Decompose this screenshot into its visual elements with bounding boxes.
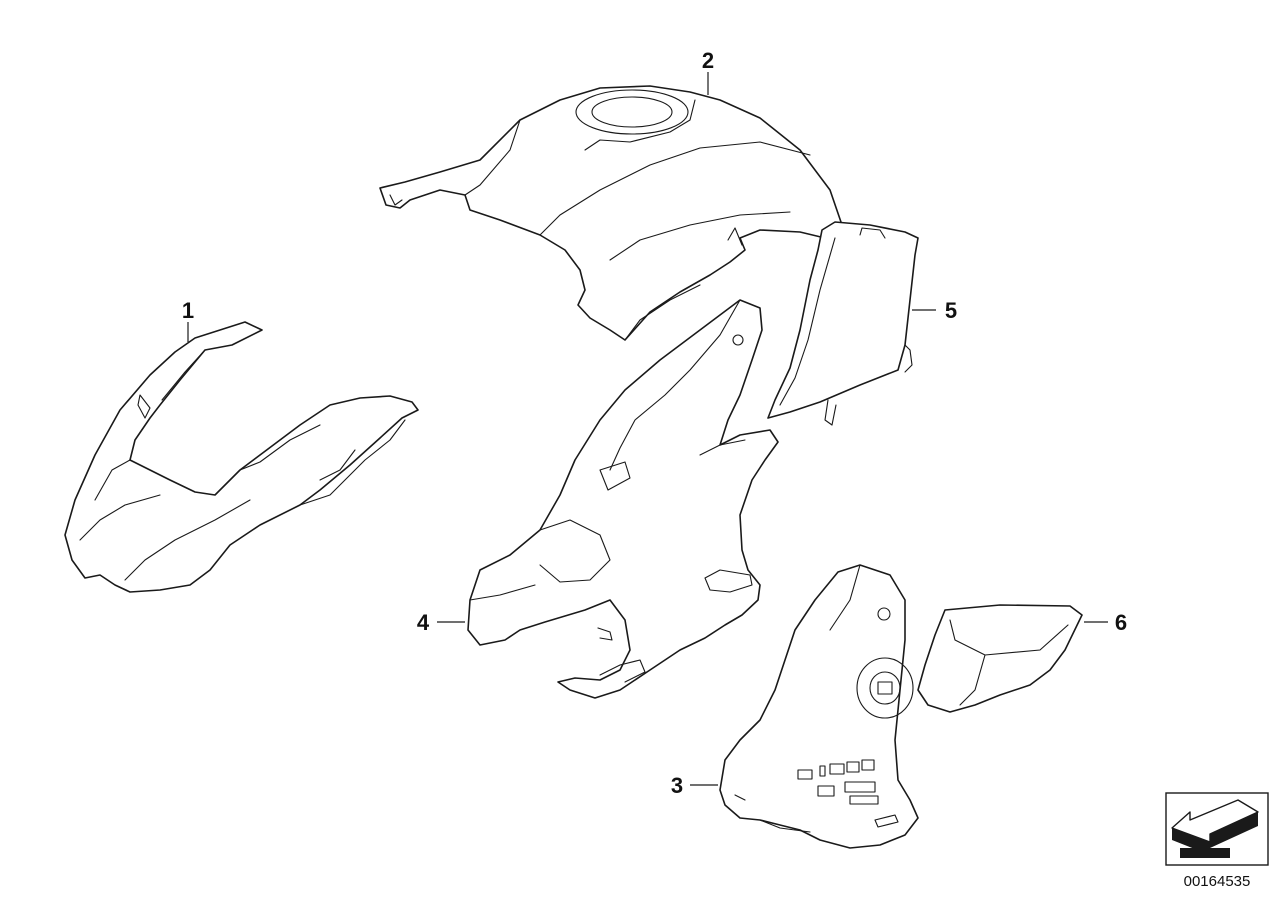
part-2-tank-cover[interactable]: [379, 85, 846, 341]
part-5-side-panel[interactable]: [767, 221, 919, 426]
callout-2[interactable]: 2: [702, 48, 714, 73]
arrow-direction-icon: [1171, 799, 1259, 858]
catalog-number: 00164535: [1184, 873, 1251, 890]
callout-6[interactable]: 6: [1115, 610, 1127, 635]
orientation-box: [1165, 792, 1269, 866]
part-1-front-fairing[interactable]: [64, 321, 419, 593]
callout-3[interactable]: 3: [671, 773, 683, 798]
callout-1[interactable]: 1: [182, 298, 194, 323]
callout-5[interactable]: 5: [945, 298, 957, 323]
part-3-lower-panel[interactable]: [719, 564, 919, 849]
callout-4[interactable]: 4: [417, 610, 430, 635]
part-4-side-cover[interactable]: [467, 299, 779, 699]
part-6-cover-pad[interactable]: [917, 604, 1083, 713]
